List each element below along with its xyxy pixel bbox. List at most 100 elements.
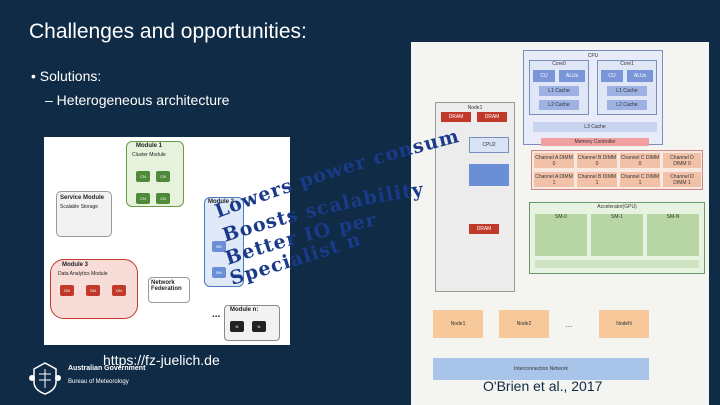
bn-blue-1: BN xyxy=(212,241,226,252)
n-node-2: N xyxy=(252,321,266,332)
architecture-diagram: CPU Core0 Core1 CU ALUs CU ALUs L1 Cache… xyxy=(411,42,709,405)
channel-d1: Channel D DIMM 1 xyxy=(663,172,701,187)
dram-2-label: DRAM xyxy=(476,226,492,232)
sm1-block: SM-1 xyxy=(591,214,643,256)
cn-1-label: CN xyxy=(140,174,146,179)
alu-1-label: ALUs xyxy=(633,73,647,79)
l3-label: L3 Cache xyxy=(584,124,606,130)
alu-1: ALUs xyxy=(627,70,653,82)
cu-1: CU xyxy=(601,70,623,82)
source-url: https://fz-juelich.de xyxy=(103,352,220,368)
node2-bottom: Node2 xyxy=(499,310,549,338)
channel-b0: Channel B DIMM 0 xyxy=(577,153,617,168)
core1-label: Core1 xyxy=(620,61,634,67)
logo-line1: Australian Government xyxy=(68,365,146,372)
dn-1: DN xyxy=(60,285,74,296)
module2-title: Module 2 xyxy=(208,199,235,205)
logo-line2: Bureau of Meteorology xyxy=(68,379,129,385)
modulen-title: Module n: xyxy=(230,307,259,313)
l2-0-label: L2 Cache xyxy=(548,102,570,108)
sm0-block: SM-0 xyxy=(535,214,587,256)
service-module-title: Service Module xyxy=(60,195,105,201)
smn-label: SM-N xyxy=(666,214,680,220)
channel-a0: Channel A DIMM 0 xyxy=(534,153,574,168)
module1-box xyxy=(126,141,184,207)
cn-1: CN xyxy=(136,171,150,182)
smn-block: SM-N xyxy=(647,214,699,256)
n-node-1-label: N xyxy=(235,324,239,329)
dram-2: DRAM xyxy=(469,224,499,234)
accelerator-cache xyxy=(535,260,699,268)
channel-b1-label: Channel B DIMM 1 xyxy=(577,173,617,186)
channel-a1-label: Channel A DIMM 1 xyxy=(535,173,573,186)
l1-0-label: L1 Cache xyxy=(548,88,570,94)
bn-blue-2-label: BN xyxy=(216,270,222,275)
cn-4: CN xyxy=(156,193,170,204)
bn-blue-1-label: BN xyxy=(216,244,222,249)
cn-3-label: CN xyxy=(140,196,146,201)
dram-1-label: DRAM xyxy=(484,114,500,120)
modular-diagram: Module 1 Cluster Module CN CN CN CN Serv… xyxy=(44,137,290,345)
cu-1-label: CU xyxy=(608,73,616,79)
slide-title: Challenges and opportunities: xyxy=(29,20,307,43)
l2-cache-0: L2 Cache xyxy=(539,100,579,110)
l3-cache: L3 Cache xyxy=(533,122,657,132)
core0-label: Core0 xyxy=(552,61,566,67)
dn-2: DN xyxy=(86,285,100,296)
l1-cache-0: L1 Cache xyxy=(539,86,579,96)
node1-bottom: Node1 xyxy=(433,310,483,338)
channel-b1: Channel B DIMM 1 xyxy=(577,172,617,187)
nodeN-bottom-label: NodeN xyxy=(616,321,632,327)
dn-3: DN xyxy=(112,285,126,296)
service-module-sub: Scalable Storage xyxy=(60,204,99,210)
bullet-solutions: • Solutions: xyxy=(31,68,102,84)
memory-controller-label: Memory Controller xyxy=(574,139,616,145)
cu-0-label: CU xyxy=(540,73,548,79)
node1-chip xyxy=(469,164,509,186)
interconnect-label: Interconnection Network xyxy=(514,366,568,372)
channel-d0-label: Channel D DIMM 0 xyxy=(670,154,694,167)
node1-block: Node1 xyxy=(435,102,515,292)
bn-blue-2: BN xyxy=(212,267,226,278)
dram-0: DRAM xyxy=(441,112,471,122)
accelerator-label: Accelerator(GPU) xyxy=(597,204,637,210)
dn-1-label: DN xyxy=(64,288,70,293)
node1-bottom-label: Node1 xyxy=(450,321,466,327)
n-node-1: N xyxy=(230,321,244,332)
cu-0: CU xyxy=(533,70,555,82)
interconnect-network: Interconnection Network xyxy=(433,358,649,380)
l2-cache-1: L2 Cache xyxy=(607,100,647,110)
n-node-2-label: N xyxy=(257,324,261,329)
memory-controller: Memory Controller xyxy=(541,138,649,146)
cpu-label: CPU xyxy=(587,53,599,59)
module1-sub: Cluster Module xyxy=(132,152,166,158)
alu-0: ALUs xyxy=(559,70,585,82)
nodes-ellipsis: ... xyxy=(559,310,579,338)
l2-1-label: L2 Cache xyxy=(616,102,638,108)
module3-title: Module 3 xyxy=(62,262,89,268)
sm1-label: SM-1 xyxy=(611,214,623,220)
service-module-box xyxy=(56,191,112,237)
network-federation-label: Network Federation xyxy=(151,280,182,292)
dn-3-label: DN xyxy=(116,288,122,293)
coat-of-arms-icon xyxy=(29,362,61,395)
cn-2-label: CN xyxy=(160,174,166,179)
sm0-label: SM-0 xyxy=(555,214,567,220)
channel-b0-label: Channel B DIMM 0 xyxy=(577,154,617,167)
l1-cache-1: L1 Cache xyxy=(607,86,647,96)
channel-a0-label: Channel A DIMM 0 xyxy=(535,154,573,167)
l1-1-label: L1 Cache xyxy=(616,88,638,94)
bullet-heterogeneous: – Heterogeneous architecture xyxy=(45,92,230,108)
alu-0-label: ALUs xyxy=(565,73,579,79)
channel-a1: Channel A DIMM 1 xyxy=(534,172,574,187)
modular-ellipsis: ... xyxy=(212,309,221,320)
dn-2-label: DN xyxy=(90,288,96,293)
channel-c1-label: Channel C DIMM 1 xyxy=(620,173,660,186)
channel-c0-label: Channel C DIMM 0 xyxy=(620,154,660,167)
nodes-ellipsis-label: ... xyxy=(565,319,573,329)
cpu2-label: CPU2 xyxy=(482,142,496,148)
channel-c0: Channel C DIMM 0 xyxy=(620,153,660,168)
cn-4-label: CN xyxy=(160,196,166,201)
channel-c1: Channel C DIMM 1 xyxy=(620,172,660,187)
node2-bottom-label: Node2 xyxy=(516,321,532,327)
